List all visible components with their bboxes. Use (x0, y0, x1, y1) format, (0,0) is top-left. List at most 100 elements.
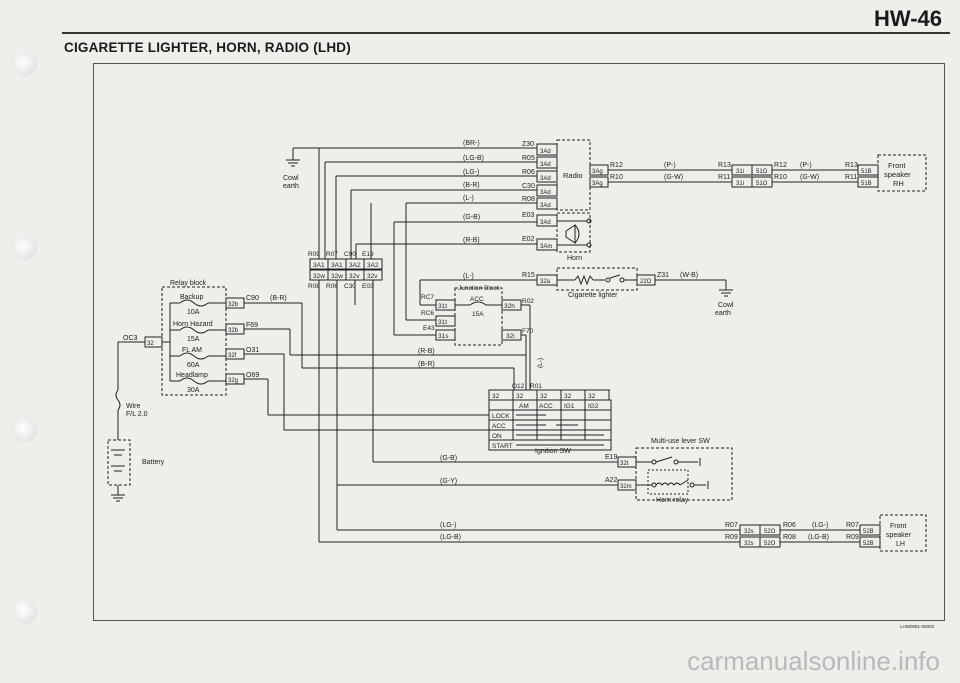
wire-color-label: (G-B) (463, 214, 480, 221)
terminal-label: 32v (367, 273, 378, 280)
connector-label: O31 (246, 347, 259, 354)
terminal-label: 31i (736, 181, 744, 187)
connector-label: E03 (362, 283, 374, 290)
terminal-label: 31t (438, 303, 447, 310)
wire-color-label: (G-B) (440, 455, 457, 462)
fuse-amp: 15A (187, 336, 200, 343)
connector-label: R09 (308, 251, 320, 258)
ignition-col-header: IG1 (564, 403, 575, 410)
junction-connectors (309, 258, 383, 281)
connector-label: R06 (326, 283, 338, 290)
doc-code: LHW0061-00003 (900, 624, 935, 629)
connector-label: R07 (846, 522, 859, 529)
fuse-label: Headlamp (176, 372, 208, 379)
terminal-label: 3Ad (540, 203, 551, 209)
terminal-label: 32b (228, 328, 239, 334)
connector-label: RC7 (421, 294, 434, 301)
terminal-label: 32 (540, 393, 548, 400)
junction-block-label: Junction Block (458, 285, 501, 292)
fuse-label: Backup (180, 294, 203, 301)
wire-color-label: (P-) (800, 162, 812, 169)
terminal-label: 32i (506, 333, 515, 340)
cowl-earth-label: Cowl (283, 175, 299, 182)
horn-relay-label: Horn relay (656, 497, 689, 504)
terminal-label: 32w (331, 273, 343, 280)
watermark: carmanualsonline.info (687, 646, 940, 676)
binder-hole (13, 236, 37, 260)
wire-fl-label: Wire (126, 403, 140, 410)
terminal-label: 3Ad (540, 149, 551, 155)
connector-label: R07 (326, 251, 338, 258)
terminal-label: 32s (744, 529, 754, 535)
cowl-earth-label: Cowl (718, 302, 734, 309)
connector-label: F70 (522, 328, 534, 335)
wire-color-label: (R-B) (418, 348, 435, 355)
wire-fl-label: F/L 2.0 (126, 411, 148, 418)
connector-label: C90 (246, 295, 259, 302)
terminal-label: 32h (504, 303, 515, 310)
wire-color-label: (BR-) (463, 140, 480, 147)
speaker-lh-label: speaker (886, 532, 912, 539)
radio-terminals (536, 143, 558, 251)
ignition-start-row (488, 439, 612, 451)
ignition-col-header: IG2 (588, 403, 599, 410)
terminal-label: 32w (313, 273, 325, 280)
ignition-row-label: START (492, 443, 513, 450)
wire-color-label: (L-) (463, 195, 474, 202)
ignition-switch (488, 389, 612, 441)
terminal-label: 3Ad (540, 176, 551, 182)
terminal-label: 32 (516, 393, 524, 400)
speaker-lh-wires (319, 514, 927, 552)
wire-color-label: (G-W) (800, 174, 819, 181)
connector-label: E19 (362, 251, 374, 258)
ignition-row-label: ON (492, 433, 502, 440)
terminal-label: 52B (863, 529, 874, 535)
connector-label: R10 (774, 174, 787, 181)
connector-label: R08 (783, 534, 796, 541)
terminal-label: 3A2 (367, 262, 379, 269)
connector-label: E43 (423, 325, 435, 332)
ignition-row-label: LOCK (492, 413, 510, 420)
connector-label: R10 (610, 174, 623, 181)
connector-label: F69 (246, 322, 258, 329)
wire-color-label: (B-R) (418, 361, 435, 368)
connector-label: R08 (308, 283, 320, 290)
speaker-rh-label: Front (888, 161, 906, 170)
cigarette-lighter-wiring (420, 267, 733, 297)
terminal-label: 3Ad (540, 162, 551, 168)
wire-color-label: (L-) (537, 358, 544, 368)
wire-color-label: (P-) (664, 162, 676, 169)
terminal-label: 3A2 (349, 262, 361, 269)
horn-box (556, 212, 591, 253)
diagram-frame (93, 63, 945, 621)
terminal-label: 51O (756, 169, 768, 175)
binder-hole (13, 600, 37, 624)
connector-label: R06 (783, 522, 796, 529)
terminal-label: 32m (620, 484, 632, 490)
battery-label: Battery (142, 459, 165, 466)
page-id: HW-46 (873, 6, 942, 31)
relay-feed-wires (290, 335, 527, 390)
connector-label: O12 (512, 383, 525, 390)
fuse-label: FL AM (182, 347, 202, 354)
speaker-rh-label: speaker (884, 170, 911, 179)
wire-color-label: (LG-B) (440, 534, 461, 541)
ignition-col-header: AM (519, 403, 529, 410)
relay-block-label: Relay block (170, 280, 207, 287)
speaker-lh-label: Front (890, 523, 906, 530)
fuse-amp: 15A (472, 311, 484, 318)
terminal-label: 31i (736, 169, 744, 175)
connector-label: E02 (522, 236, 535, 243)
terminal-label: 31s (438, 333, 449, 340)
terminal-label: 51B (861, 169, 872, 175)
radio-label: Radio (563, 171, 583, 180)
connector-label: R02 (522, 298, 534, 305)
ignition-col-header: ACC (539, 403, 553, 410)
terminal-label: 32a (540, 279, 551, 285)
wire-color-label: (LG-) (440, 522, 456, 529)
terminal-label: 32s (744, 541, 754, 547)
connector-label: C30 (344, 283, 356, 290)
junction-block (394, 280, 531, 390)
terminal-label: 32 (564, 393, 572, 400)
